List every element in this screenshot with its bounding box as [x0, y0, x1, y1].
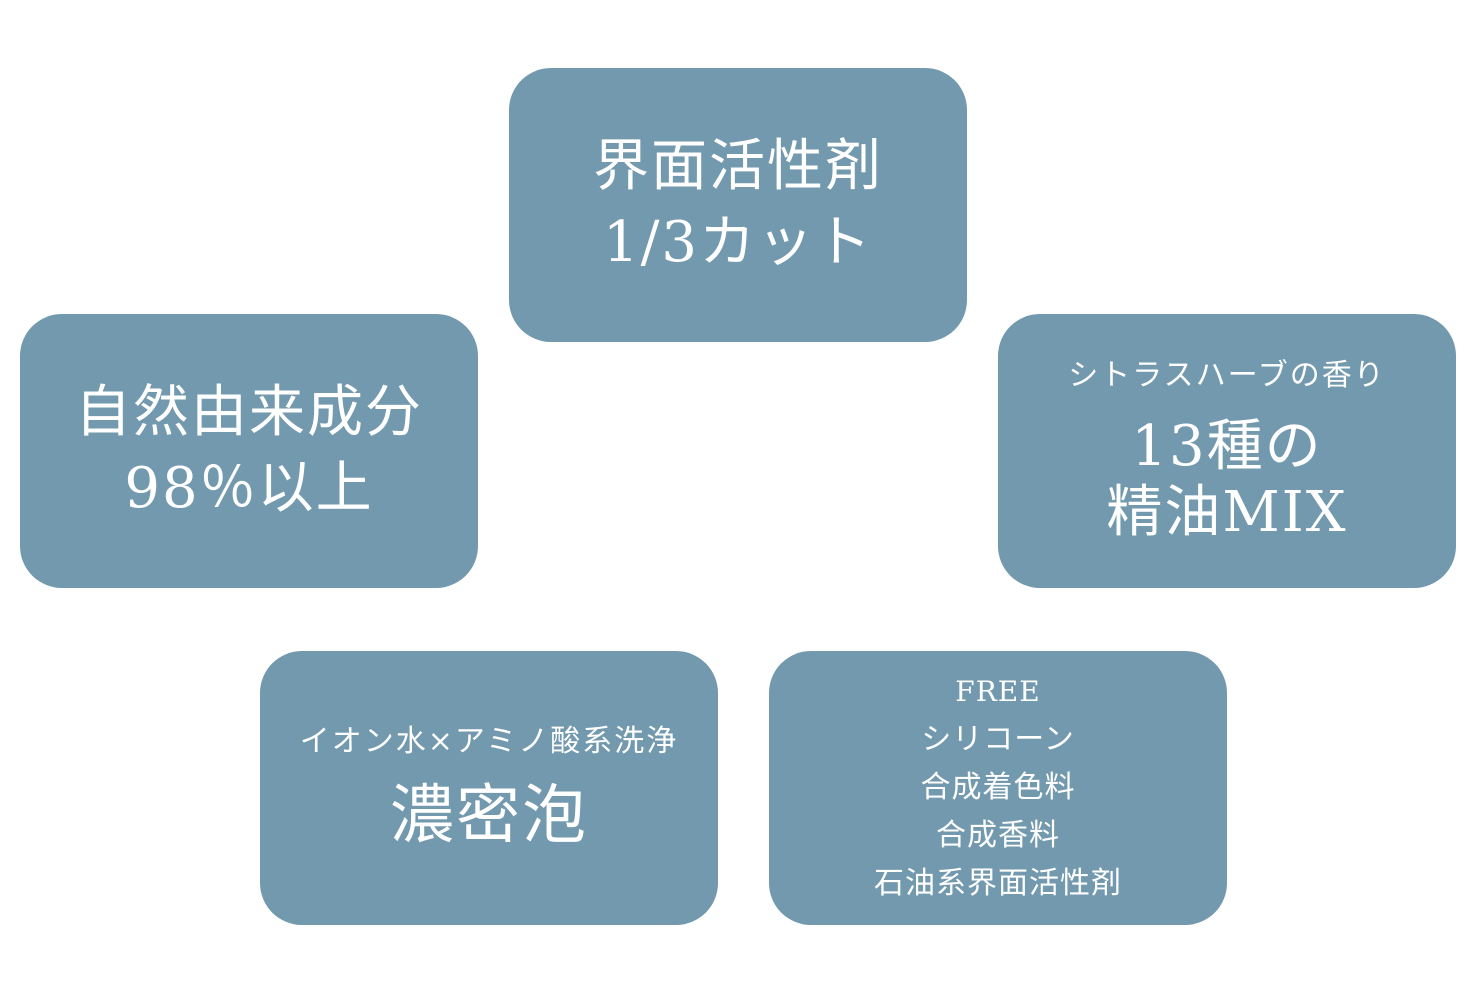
feature-box-rich-foam: イオン水×アミノ酸系洗浄 濃密泡 — [260, 651, 718, 925]
feature-box-surfactant-cut: 界面活性剤 1/3カット — [509, 68, 967, 342]
natural-ingredients-label: 自然由来成分 — [75, 380, 423, 445]
free-item: 合成香料 — [936, 818, 1060, 853]
surfactant-cut-value: 1/3カット — [602, 210, 874, 275]
feature-box-free-from: FREE シリコーン 合成着色料 合成香料 石油系界面活性剤 — [769, 651, 1227, 925]
natural-ingredients-value: 98％以上 — [124, 456, 374, 521]
surfactant-label: 界面活性剤 — [593, 134, 883, 199]
rich-foam-label: 濃密泡 — [390, 779, 588, 853]
free-item: シリコーン — [921, 722, 1075, 757]
free-item: 合成着色料 — [920, 770, 1076, 805]
cleansing-subtitle: イオン水×アミノ酸系洗浄 — [299, 724, 679, 759]
free-item: 石油系界面活性剤 — [874, 866, 1122, 901]
essential-oils-count: 13種の — [1131, 414, 1323, 479]
feature-box-essential-oils: シトラスハーブの香り 13種の 精油MIX — [998, 314, 1456, 588]
scent-subtitle: シトラスハーブの香り — [1068, 358, 1386, 393]
essential-oils-mix: 精油MIX — [1106, 480, 1348, 545]
free-heading: FREE — [955, 675, 1041, 708]
feature-box-natural-ingredients: 自然由来成分 98％以上 — [20, 314, 478, 588]
